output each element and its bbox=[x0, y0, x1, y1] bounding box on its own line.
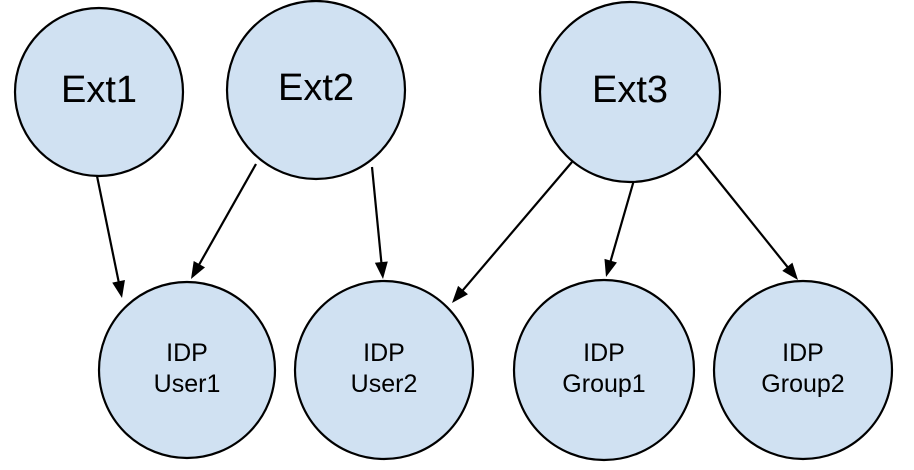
node-circle-ext2[interactable] bbox=[225, 0, 407, 181]
node-label-idp-group1-line-0: IDP bbox=[583, 339, 625, 367]
arrow-head-icon bbox=[452, 285, 468, 303]
arrow-head-icon bbox=[782, 262, 798, 280]
node-ext2[interactable]: Ext2 bbox=[225, 0, 407, 181]
arrow-head-icon bbox=[191, 261, 206, 279]
edge-ext1-to-idp-user1 bbox=[95, 175, 125, 298]
node-idp-group2[interactable]: IDP Group2 bbox=[712, 279, 894, 461]
node-label-idp-group1-line-1: Group1 bbox=[562, 370, 645, 398]
edge-line bbox=[95, 175, 121, 288]
node-label-idp-user1-line-1: User1 bbox=[154, 370, 221, 398]
edge-ext2-to-idp-user2 bbox=[370, 166, 388, 279]
arrow-head-icon bbox=[112, 280, 125, 298]
edge-line bbox=[457, 161, 573, 296]
node-label-idp-user2-line-1: User2 bbox=[351, 370, 418, 398]
node-label-ext2-line-0: Ext2 bbox=[278, 67, 354, 109]
node-idp-group1[interactable]: IDP Group1 bbox=[512, 278, 696, 462]
edge-line bbox=[370, 166, 384, 269]
node-label-ext3-line-0: Ext3 bbox=[592, 69, 668, 111]
node-circle-idp-user2[interactable] bbox=[293, 279, 475, 461]
arrow-head-icon bbox=[604, 258, 617, 277]
edge-ext3-to-idp-group2 bbox=[695, 152, 798, 280]
node-circle-idp-group1[interactable] bbox=[512, 278, 696, 462]
node-label-ext1-line-0: Ext1 bbox=[61, 69, 137, 111]
node-idp-user2[interactable]: IDP User2 bbox=[293, 279, 475, 461]
node-label-idp-group2-line-1: Group2 bbox=[761, 370, 844, 398]
node-circle-ext3[interactable] bbox=[538, 0, 722, 184]
node-label-idp-user1-line-0: IDP bbox=[166, 339, 208, 367]
node-ext3[interactable]: Ext3 bbox=[538, 0, 722, 184]
node-label-idp-user2-line-0: IDP bbox=[363, 339, 405, 367]
edge-ext2-to-idp-user1 bbox=[191, 163, 257, 279]
edge-line bbox=[195, 163, 257, 271]
node-idp-user1[interactable]: IDP User1 bbox=[97, 280, 277, 460]
edges-layer bbox=[95, 152, 798, 303]
edge-ext3-to-idp-user2 bbox=[452, 161, 573, 303]
edge-line bbox=[607, 179, 636, 268]
edge-ext3-to-idp-group1 bbox=[604, 179, 636, 277]
node-ext1[interactable]: Ext1 bbox=[13, 6, 185, 178]
node-circle-idp-group2[interactable] bbox=[712, 279, 894, 461]
edge-line bbox=[695, 152, 793, 273]
arrow-head-icon bbox=[374, 261, 388, 279]
node-circle-idp-user1[interactable] bbox=[97, 280, 277, 460]
node-label-idp-group2-line-0: IDP bbox=[782, 339, 824, 367]
node-circle-ext1[interactable] bbox=[13, 6, 185, 178]
